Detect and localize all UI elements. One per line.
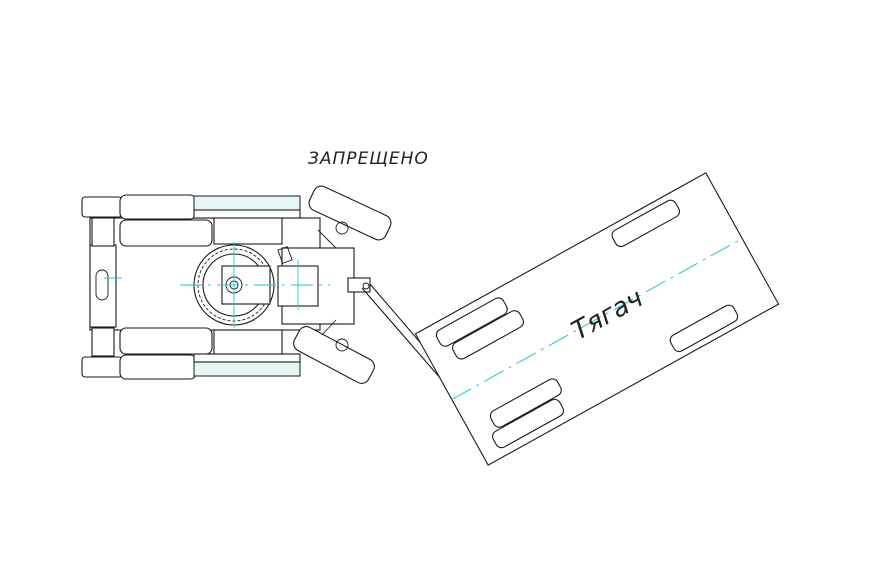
trailer-front-wheel-upper [308, 185, 392, 249]
lower-track-belt [193, 361, 301, 377]
upper-track-belt [193, 195, 301, 211]
tractor-rear-wheel-3 [492, 398, 565, 449]
trailer-rear-slot [95, 269, 109, 301]
tractor-rear-wheel-1 [435, 297, 508, 347]
trailer-vehicle [81, 185, 392, 384]
trailer-front-wheel-lower [293, 319, 375, 384]
tractor-vehicle [414, 172, 780, 466]
lower-track-assembly [81, 327, 301, 380]
upper-track-assembly [81, 194, 301, 247]
trailer-rear-bumper [89, 244, 117, 328]
tractor-front-wheel-upper [611, 199, 680, 248]
tractor-rear-wheel-2 [452, 310, 524, 360]
trailer-tongue-tip [347, 277, 371, 293]
tractor-front-wheel-lower [669, 304, 739, 353]
warning-label: ЗАПРЕЩЕНО [308, 149, 429, 169]
tractor-rear-wheel-4 [489, 378, 562, 428]
